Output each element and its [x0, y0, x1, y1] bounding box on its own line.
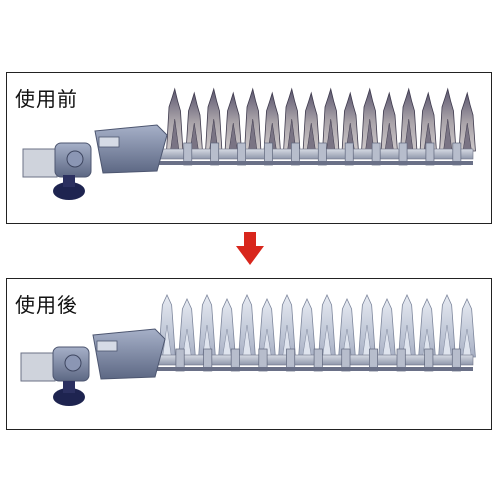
- blade-tooth: [341, 91, 359, 152]
- blade-tooth: [380, 91, 398, 152]
- after-trimmer-blade-image: [20, 294, 476, 406]
- before-trimmer-blade-image: [22, 87, 476, 200]
- blade-tooth: [185, 91, 203, 152]
- before-panel: 使用前: [6, 72, 492, 224]
- blade-tooth: [458, 91, 476, 152]
- blade-tooth: [263, 91, 281, 152]
- down-arrow-icon: [236, 232, 264, 265]
- after-panel: 使用後: [6, 278, 492, 430]
- blade-tooth: [419, 91, 437, 152]
- before-label: 使用前: [15, 87, 78, 111]
- blade-teeth: [166, 87, 476, 152]
- after-label: 使用後: [15, 293, 78, 317]
- blade-rivet-blocks: [183, 142, 462, 166]
- blade-teeth: [158, 294, 476, 358]
